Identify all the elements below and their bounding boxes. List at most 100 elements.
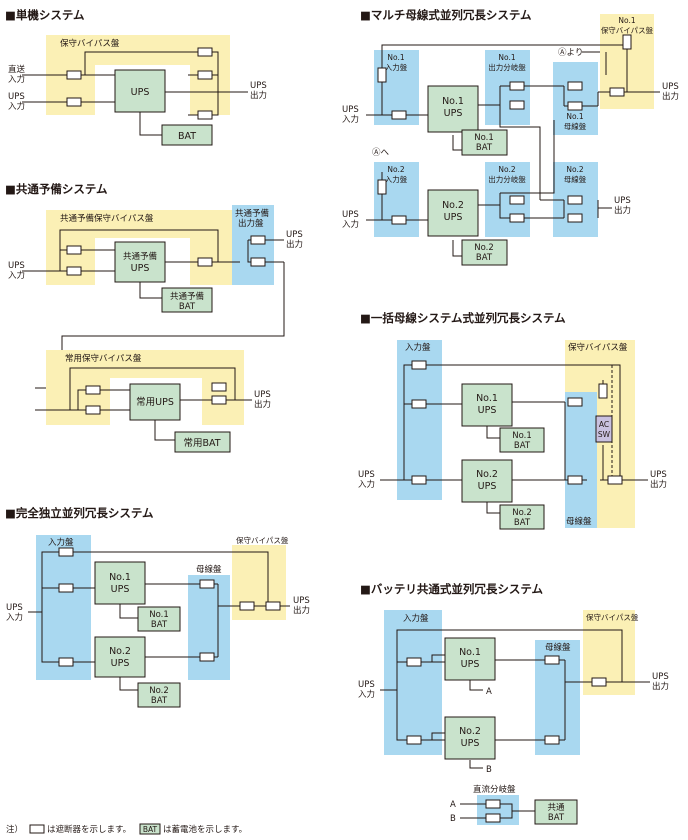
circuit-breaker [58, 583, 74, 593]
note-breaker-text: は遮断器を示します。 [47, 824, 131, 835]
ups-no2-label: No.2 [476, 469, 498, 480]
circuit-breaker [199, 652, 215, 662]
collective-bus-parallel-system: ■一括母線システム式並列冗長システム 入力盤 保守バイパス盤 母線盤 AC SW [358, 311, 667, 530]
no2-input-panel-label-2: 入力盤 [385, 174, 408, 184]
battery-no2-label: No.2 [512, 508, 532, 518]
common-battery-label-2: BAT [548, 813, 565, 823]
ups-output-label: UPS [286, 230, 303, 240]
wire [77, 389, 130, 410]
no2-input-panel-label: No.2 [387, 165, 404, 174]
circuit-breaker [567, 475, 583, 485]
circuit-breaker [197, 110, 213, 120]
battery-no2 [137, 682, 181, 708]
wire [59, 229, 219, 262]
circuit-breaker [211, 382, 227, 392]
battery-no1-label-2: BAT [514, 441, 531, 451]
ups-output-label-2: 出力 [286, 239, 303, 250]
section-title-fully-independent: ■完全独立並列冗長システム [5, 506, 154, 520]
normal-ups [129, 383, 181, 421]
dc-b-label: B [450, 814, 456, 824]
section-title-multi-bus: ■マルチ母線式並列冗長システム [360, 8, 532, 22]
wire [69, 367, 236, 410]
ups-output-a-label-2: 出力 [662, 91, 679, 102]
circuit-breaker [411, 475, 427, 485]
wire [431, 654, 445, 662]
ups-unit [114, 69, 166, 113]
fully-independent-parallel-system: ■完全独立並列冗長システム 入力盤 母線盤 保守バイパス盤 No.1 UPS N… [5, 506, 310, 708]
bus-panel-label: 母線盤 [196, 564, 222, 575]
common-output-panel-label: 共通予備 [235, 208, 270, 219]
ups-input-label-2: 入力 [358, 689, 375, 700]
wire [486, 500, 500, 514]
input-panel-label: 入力盤 [48, 537, 74, 548]
no1-output-branch-label: No.1 [498, 53, 515, 62]
wire [84, 51, 219, 95]
wire [597, 200, 612, 218]
note-bat-label: BAT [143, 825, 158, 834]
bypass-panel-label: 保守バイパス盤 [60, 38, 120, 49]
wire [469, 760, 483, 769]
ups-no2-label: No.2 [459, 726, 481, 737]
terminal-a-label: A [486, 687, 492, 697]
wire [119, 604, 138, 619]
shared-battery-parallel-system: ■バッテリ共通式並列冗長システム 入力盤 母線盤 保守バイパス盤 No.1 UP… [358, 582, 669, 825]
ups-input-a-label: UPS [342, 105, 359, 115]
wire [431, 732, 445, 740]
circuit-breaker [197, 257, 213, 267]
circuit-breaker [509, 213, 525, 223]
multi-battery-no2 [461, 239, 508, 266]
battery-no2-label: No.2 [149, 686, 169, 696]
circuit-breaker [509, 81, 525, 91]
common-battery [534, 799, 578, 825]
circuit-breaker [211, 395, 227, 405]
circuit-breaker [411, 399, 427, 409]
circuit-breaker [66, 266, 82, 276]
battery-no2-label-2: BAT [151, 696, 168, 706]
circuit-breaker [85, 385, 101, 395]
multi-battery-no1 [461, 129, 508, 156]
bus-panel-area [565, 392, 597, 528]
circuit-breaker [391, 215, 407, 225]
no1-bus-panel-label: No.1 [566, 112, 583, 121]
no2-bus-panel-label: No.2 [566, 165, 583, 174]
wire [380, 629, 623, 691]
ups-no2 [444, 716, 496, 760]
circuit-breaker [85, 405, 101, 415]
circuit-breaker [567, 213, 583, 223]
ups-input-label: UPS [358, 680, 375, 690]
no2-output-branch-label-2: 出力分岐盤 [488, 174, 526, 184]
circuit-breaker [66, 245, 82, 255]
terminal-b-label: B [486, 765, 492, 775]
no1-input-panel-label-2: 入力盤 [385, 62, 408, 72]
circuit-breaker [239, 601, 255, 611]
circuit-breaker [66, 70, 82, 80]
multi-bus-parallel-system: ■マルチ母線式並列冗長システム No.1 保守バイパス盤 Ⓐより No.1 入力… [342, 8, 679, 266]
section-title-single: ■単機システム [5, 8, 85, 22]
battery-no1-label-2: BAT [151, 620, 168, 630]
section-title-shared-battery: ■バッテリ共通式並列冗長システム [360, 582, 544, 596]
normal-ups-label: 常用UPS [136, 396, 174, 408]
ups-output-label: UPS [250, 81, 267, 91]
normal-output-label: UPS [254, 390, 271, 400]
multi-battery-no2-label-2: BAT [476, 253, 493, 263]
bus-panel-label: 母線盤 [566, 516, 592, 527]
battery-no2 [499, 504, 545, 530]
ups-no1-label: No.1 [109, 572, 131, 583]
battery-no1 [137, 606, 181, 632]
ups-output-label: UPS [650, 470, 667, 480]
ups-input-label-2: 入力 [358, 479, 375, 490]
wire [154, 420, 175, 441]
normal-battery-label: 常用BAT [183, 437, 220, 449]
ac-switch-label: AC [599, 420, 609, 429]
common-standby-ups [114, 241, 166, 283]
battery-label: BAT [178, 131, 196, 142]
wire [486, 425, 500, 439]
multi-ups-no1-label: No.1 [442, 96, 464, 107]
circuit-breaker [411, 360, 427, 370]
to-a-label: Ⓐへ [372, 148, 390, 158]
ups-input-label-2: 入力 [6, 612, 23, 623]
input-panel-area [384, 610, 442, 755]
ups-output-a-label: UPS [662, 82, 679, 92]
circuit-breaker [199, 579, 215, 589]
ups-input-label-2: 入力 [8, 270, 25, 281]
